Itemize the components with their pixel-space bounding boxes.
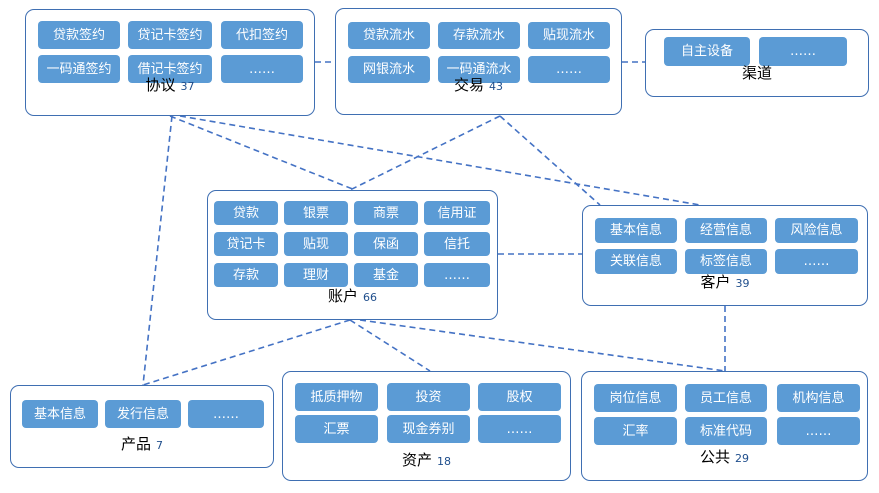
panel-title-customer: 客户 39: [583, 271, 867, 292]
panel-channel: 自主设备 ……渠道: [645, 29, 869, 97]
link-agreement-customer: [179, 115, 701, 206]
link-account-public: [359, 319, 726, 372]
product-item-chip[interactable]: 发行信息: [105, 400, 181, 428]
panel-count: 39: [735, 277, 750, 290]
link-transaction-account: [349, 115, 501, 191]
panel-count: 18: [437, 455, 451, 468]
panel-public: 岗位信息员工信息机构信息汇率标准代码 …… 公共 29: [581, 371, 868, 481]
agreement-item-chip[interactable]: 贷款签约: [38, 21, 120, 49]
panel-account: 贷款银票商票信用证贷记卡贴现保函信托存款理财基金…… 账户 66: [207, 190, 498, 320]
link-agreement-account: [169, 115, 356, 191]
asset-item-chip[interactable]: 汇票: [295, 415, 378, 443]
panel-title-product: 产品 7: [11, 433, 273, 454]
panel-count: 43: [489, 80, 503, 93]
transaction-item-chip[interactable]: 贴现流水: [528, 22, 610, 49]
transaction-item-chip[interactable]: 网银流水: [348, 56, 430, 83]
agreement-item-chip[interactable]: 借记卡签约: [128, 55, 212, 83]
panel-product: 基本信息发行信息…… 产品 7: [10, 385, 274, 468]
panel-count: 37: [180, 80, 195, 93]
panel-title-account: 账户 66: [208, 285, 497, 306]
panel-title-transaction: 交易 43: [336, 74, 621, 95]
panel-asset: 抵质押物投资股权汇票现金券别 …… 资产 18: [282, 371, 571, 481]
customer-item-chip[interactable]: 关联信息: [595, 249, 677, 274]
panel-title-text: 账户: [327, 287, 358, 305]
panel-title-text: 资产: [401, 451, 432, 469]
account-item-chip[interactable]: 商票: [354, 201, 418, 225]
panel-title-public: 公共 29: [582, 446, 867, 467]
link-agreement-product: [142, 115, 173, 386]
account-item-chip[interactable]: 理财: [284, 263, 348, 287]
panel-title-asset: 资产 18: [283, 449, 570, 470]
panel-count: 7: [156, 439, 163, 452]
customer-item-chip[interactable]: 风险信息: [775, 218, 858, 243]
channel-item-chip[interactable]: ……: [759, 37, 847, 66]
transaction-item-chip[interactable]: ……: [528, 56, 610, 83]
account-item-chip[interactable]: 银票: [284, 201, 348, 225]
panel-title-text: 协议: [145, 76, 176, 94]
account-item-chip[interactable]: 保函: [354, 232, 418, 256]
panel-count: 66: [363, 291, 377, 304]
panel-title-channel: 渠道: [646, 62, 868, 83]
public-item-chip[interactable]: 汇率: [594, 417, 677, 445]
asset-item-chip[interactable]: 现金券别: [387, 415, 470, 443]
link-account-product: [142, 319, 351, 386]
public-item-chip[interactable]: 标准代码: [685, 417, 767, 445]
customer-item-chip[interactable]: ……: [775, 249, 858, 274]
agreement-item-chip[interactable]: 代扣签约: [221, 21, 303, 49]
agreement-item-chip[interactable]: 一码通签约: [38, 55, 120, 83]
account-item-chip[interactable]: 存款: [214, 263, 278, 287]
agreement-item-chip[interactable]: 贷记卡签约: [128, 21, 212, 49]
panel-count: 29: [735, 452, 749, 465]
asset-item-chip[interactable]: 投资: [387, 383, 470, 411]
transaction-item-chip[interactable]: 一码通流水: [438, 56, 520, 83]
panel-transaction: 贷款流水存款流水贴现流水网银流水一码通流水 …… 交易 43: [335, 8, 622, 115]
panel-title-text: 公共: [699, 448, 730, 466]
asset-item-chip[interactable]: ……: [478, 415, 561, 443]
panel-title-text: 产品: [120, 435, 151, 453]
panel-title-agreement: 协议 37: [26, 74, 314, 95]
asset-item-chip[interactable]: 股权: [478, 383, 561, 411]
agreement-item-chip[interactable]: ……: [221, 55, 303, 83]
account-item-chip[interactable]: 贷记卡: [214, 232, 278, 256]
account-item-chip[interactable]: ……: [424, 263, 490, 287]
product-item-chip[interactable]: ……: [188, 400, 264, 428]
transaction-item-chip[interactable]: 存款流水: [438, 22, 520, 49]
product-item-chip[interactable]: 基本信息: [22, 400, 98, 428]
public-item-chip[interactable]: 员工信息: [685, 384, 767, 412]
public-item-chip[interactable]: 机构信息: [777, 384, 860, 412]
public-item-chip[interactable]: 岗位信息: [594, 384, 677, 412]
account-item-chip[interactable]: 信用证: [424, 201, 490, 225]
panel-title-text: 客户: [700, 273, 731, 291]
channel-item-chip[interactable]: 自主设备: [664, 37, 750, 66]
panel-title-text: 交易: [453, 76, 484, 94]
link-transaction-customer: [499, 115, 601, 206]
transaction-item-chip[interactable]: 贷款流水: [348, 22, 430, 49]
link-account-asset: [349, 319, 431, 372]
account-item-chip[interactable]: 贷款: [214, 201, 278, 225]
customer-item-chip[interactable]: 基本信息: [595, 218, 677, 243]
customer-item-chip[interactable]: 经营信息: [685, 218, 767, 243]
panel-agreement: 贷款签约贷记卡签约代扣签约一码通签约借记卡签约 …… 协议 37: [25, 9, 315, 116]
panel-title-text: 渠道: [741, 64, 772, 82]
customer-item-chip[interactable]: 标签信息: [685, 249, 767, 274]
panel-customer: 基本信息经营信息风险信息关联信息标签信息 …… 客户 39: [582, 205, 868, 306]
public-item-chip[interactable]: ……: [777, 417, 860, 445]
account-item-chip[interactable]: 信托: [424, 232, 490, 256]
asset-item-chip[interactable]: 抵质押物: [295, 383, 378, 411]
account-item-chip[interactable]: 贴现: [284, 232, 348, 256]
account-item-chip[interactable]: 基金: [354, 263, 418, 287]
